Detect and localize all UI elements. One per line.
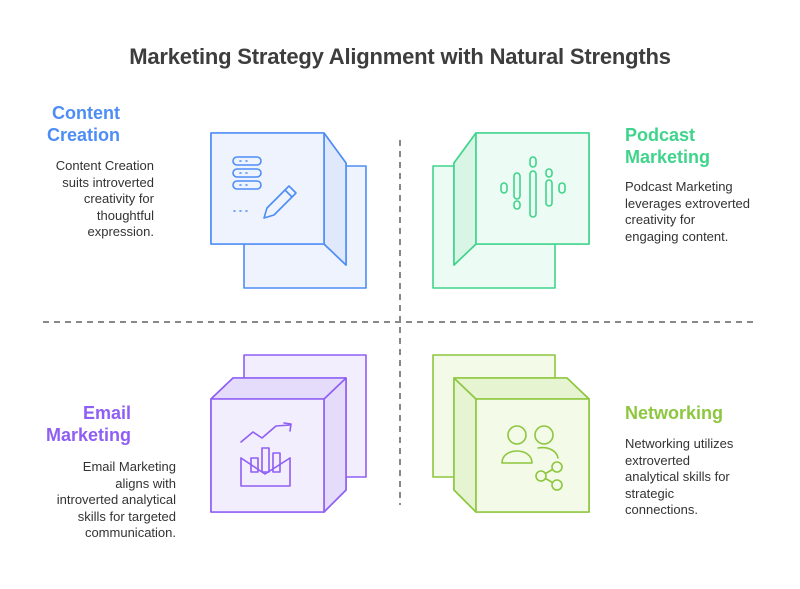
content-creation-heading: Content Creation [46,103,120,145]
content-creation-description: Content Creation suits introverted creat… [55,158,154,239]
podcast-marketing-description: Podcast Marketing leverages extroverted … [625,179,751,244]
email-marketing-description: Email Marketing aligns with introverted … [56,459,176,540]
people-network-icon [501,425,563,491]
podcast-marketing-heading: Podcast Marketing [625,125,711,167]
email-marketing-cube [210,354,367,513]
diagram-title: Marketing Strategy Alignment with Natura… [129,44,671,69]
networking-cube [432,354,590,513]
networking-heading: Networking [625,403,724,423]
email-chart-icon [240,422,292,487]
database-pencil-icon [232,156,297,219]
podcast-marketing-cube [432,132,590,289]
content-creation-cube [210,132,367,289]
networking-description: Networking utilizes extroverted analytic… [625,436,734,517]
audio-waveform-icon [500,156,566,218]
email-marketing-heading: Email Marketing [45,403,131,445]
